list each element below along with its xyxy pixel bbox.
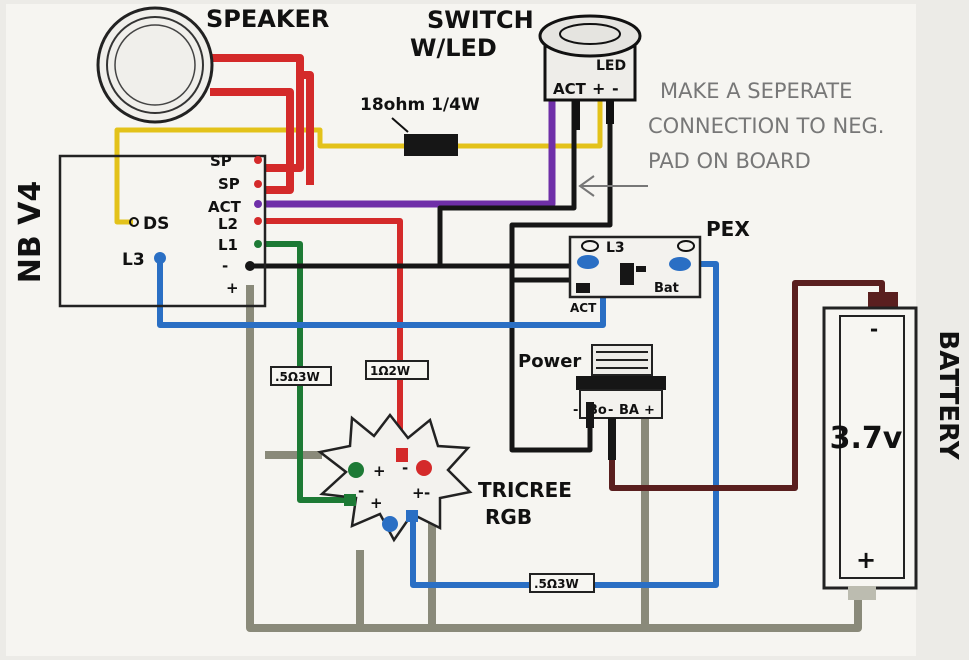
pex-pad-act: ACT bbox=[570, 301, 597, 315]
pad-label-neg: - bbox=[222, 257, 228, 275]
power-pin-3: - bbox=[608, 403, 613, 418]
led-sign-6: - bbox=[424, 484, 430, 502]
resistor-green-line: .5Ω3W bbox=[270, 366, 332, 386]
resistor-blue-line: .5Ω3W bbox=[529, 573, 595, 593]
led-sign-3: + bbox=[370, 494, 383, 512]
switch-with-led: SWITCH W/LED LED ACT + - bbox=[410, 6, 642, 130]
switch-pin-act: ACT bbox=[553, 80, 587, 98]
switch-label-line2: W/LED bbox=[410, 34, 497, 62]
wire-brown-battery bbox=[609, 280, 885, 491]
led-sign-5: + bbox=[412, 484, 425, 502]
battery-pos: + bbox=[856, 546, 876, 574]
switch-led-label: LED bbox=[596, 58, 626, 74]
led-sign-4: - bbox=[358, 482, 364, 500]
power-label: Power bbox=[518, 351, 581, 372]
pad-label-pos: + bbox=[226, 279, 239, 297]
pex-pad-l3: L3 bbox=[606, 240, 625, 256]
pad-label-sp2: SP bbox=[218, 175, 240, 193]
resistor-red-line: 1Ω2W bbox=[365, 360, 429, 380]
pad-sp2 bbox=[254, 180, 262, 188]
pad-sp1 bbox=[254, 156, 262, 164]
note-text: MAKE A SEPERATE CONNECTION TO NEG. PAD O… bbox=[648, 79, 884, 173]
pex-pad-bat: Bat bbox=[654, 281, 679, 296]
speaker-label: SPEAKER bbox=[206, 5, 329, 33]
wire-yellow-ds bbox=[114, 100, 603, 225]
led-sign-1: + bbox=[373, 462, 386, 480]
pad-label-l1: L1 bbox=[218, 236, 238, 254]
pad-label-act: ACT bbox=[208, 198, 242, 216]
wire-purple-act bbox=[265, 98, 556, 208]
switch-pin-minus: - bbox=[612, 79, 619, 98]
resistor-2-label: 1Ω2W bbox=[370, 364, 410, 378]
board-name: NB V4 bbox=[13, 181, 48, 284]
power-pin-5: + bbox=[644, 403, 655, 418]
led-label-line1: TRICREE bbox=[478, 478, 572, 502]
note-line-2: CONNECTION TO NEG. bbox=[648, 114, 884, 138]
pex-board: L3 ACT Bat PEX bbox=[568, 217, 750, 315]
pad-label-l3: L3 bbox=[122, 250, 145, 270]
wire-red-speaker bbox=[210, 54, 314, 194]
battery-neg: - bbox=[870, 317, 878, 341]
pad-l2 bbox=[254, 217, 262, 225]
pad-act bbox=[254, 200, 262, 208]
pad-l3 bbox=[154, 252, 166, 264]
pex-label: PEX bbox=[706, 217, 750, 241]
led-sign-2: - bbox=[402, 459, 408, 477]
pad-label-ds: DS bbox=[143, 214, 169, 234]
speaker: SPEAKER bbox=[96, 5, 329, 124]
led-green bbox=[348, 462, 364, 478]
pad-label-sp1: SP bbox=[210, 152, 232, 170]
resistor-top-label: 18ohm 1/4W bbox=[360, 95, 480, 115]
resistor-1-label: .5Ω3W bbox=[275, 370, 320, 384]
tricree-rgb-led: + - + - + - TRICREE RGB bbox=[317, 412, 572, 543]
resistor-3-label: .5Ω3W bbox=[534, 577, 579, 591]
battery: - 3.7v + BATTERY bbox=[822, 292, 963, 600]
note-line-1: MAKE A SEPERATE bbox=[660, 79, 852, 103]
switch-pin-plus: + bbox=[592, 79, 605, 98]
pad-ds bbox=[129, 217, 139, 227]
battery-voltage: 3.7v bbox=[830, 421, 903, 456]
led-label-line2: RGB bbox=[485, 505, 532, 529]
led-red bbox=[416, 460, 432, 476]
pad-l1 bbox=[254, 240, 262, 248]
pad-label-l2: L2 bbox=[218, 215, 238, 233]
power-pin-1: - bbox=[573, 403, 578, 418]
power-switch: Power - Bo - BA + bbox=[518, 344, 666, 460]
pad-neg bbox=[245, 261, 255, 271]
note-line-3: PAD ON BOARD bbox=[648, 149, 811, 173]
switch-label-line1: SWITCH bbox=[427, 6, 534, 34]
led-blue bbox=[382, 516, 398, 532]
resistor-18ohm: 18ohm 1/4W bbox=[360, 95, 480, 156]
power-pin-4: BA bbox=[619, 403, 639, 418]
arrow-pointer bbox=[578, 175, 648, 197]
battery-label: BATTERY bbox=[933, 330, 963, 460]
nb-v4-board: NB V4 SP SP ACT L2 L1 - + DS L3 bbox=[13, 152, 267, 308]
